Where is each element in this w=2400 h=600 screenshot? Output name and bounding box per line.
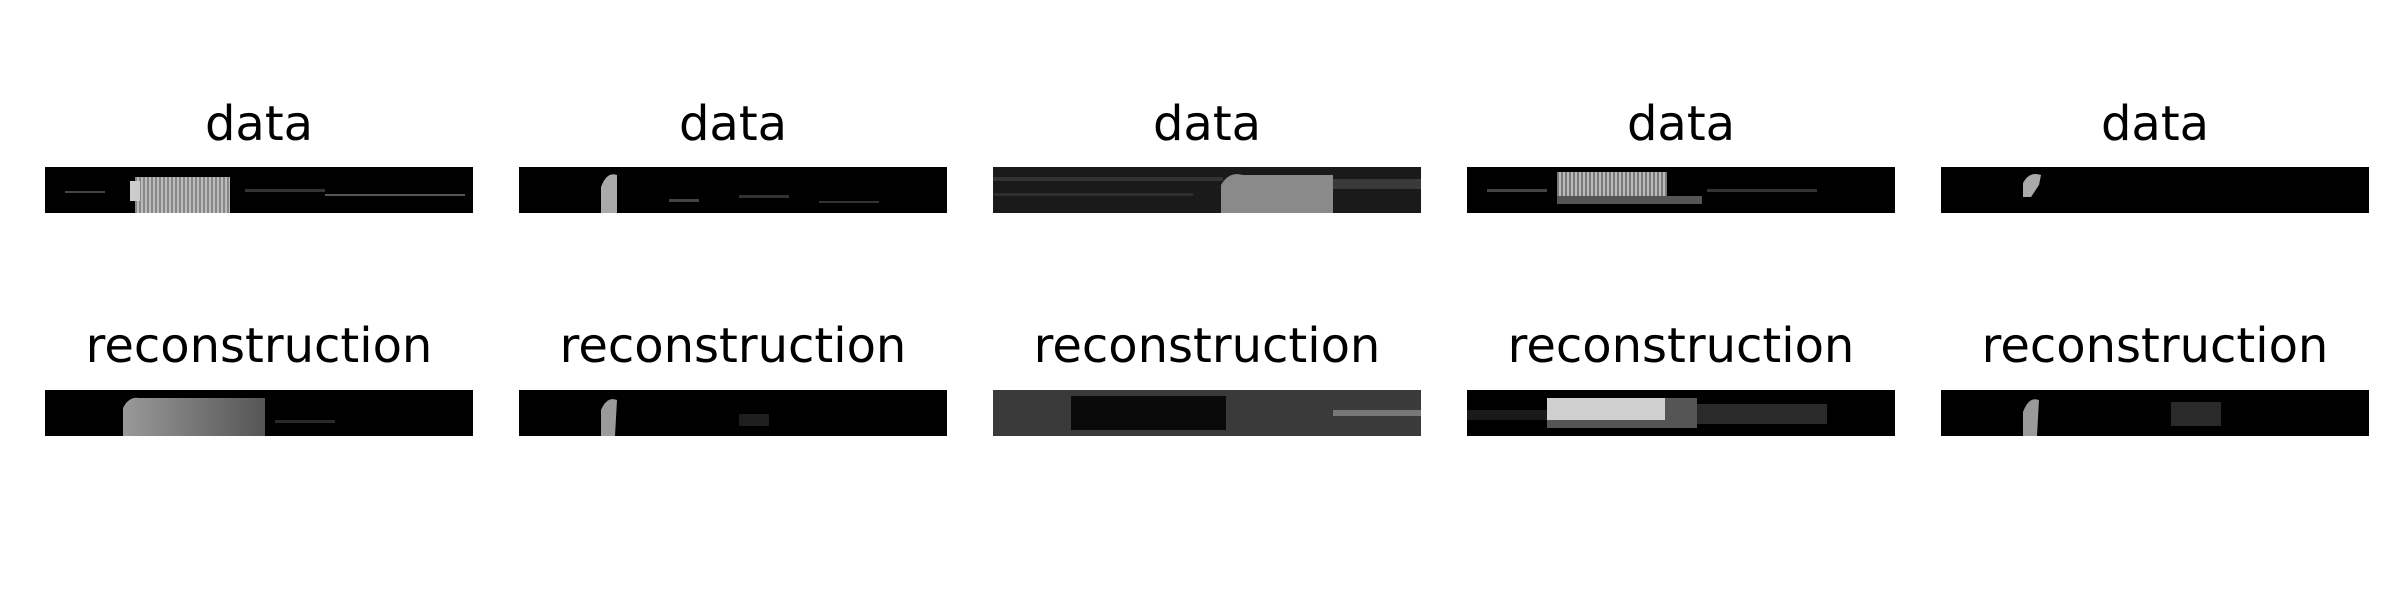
- panel-title: data: [1152, 96, 1262, 152]
- panel-title: reconstruction: [1981, 318, 2329, 374]
- data-image-3: [993, 167, 1421, 213]
- panel-title: reconstruction: [85, 318, 433, 374]
- data-image-2: [519, 167, 947, 213]
- panel-title: data: [678, 96, 788, 152]
- reconstruction-image-5: [1941, 390, 2369, 436]
- panel-title: reconstruction: [559, 318, 907, 374]
- panel-title: data: [1626, 96, 1736, 152]
- reconstruction-image-2: [519, 390, 947, 436]
- reconstruction-image-4: [1467, 390, 1895, 436]
- panel-title: reconstruction: [1507, 318, 1855, 374]
- panel-title: reconstruction: [1033, 318, 1381, 374]
- reconstruction-image-1: [45, 390, 473, 436]
- data-image-5: [1941, 167, 2369, 213]
- reconstruction-image-3: [993, 390, 1421, 436]
- panel-title: data: [204, 96, 314, 152]
- data-image-1: [45, 167, 473, 213]
- panel-title: data: [2100, 96, 2210, 152]
- data-image-4: [1467, 167, 1895, 213]
